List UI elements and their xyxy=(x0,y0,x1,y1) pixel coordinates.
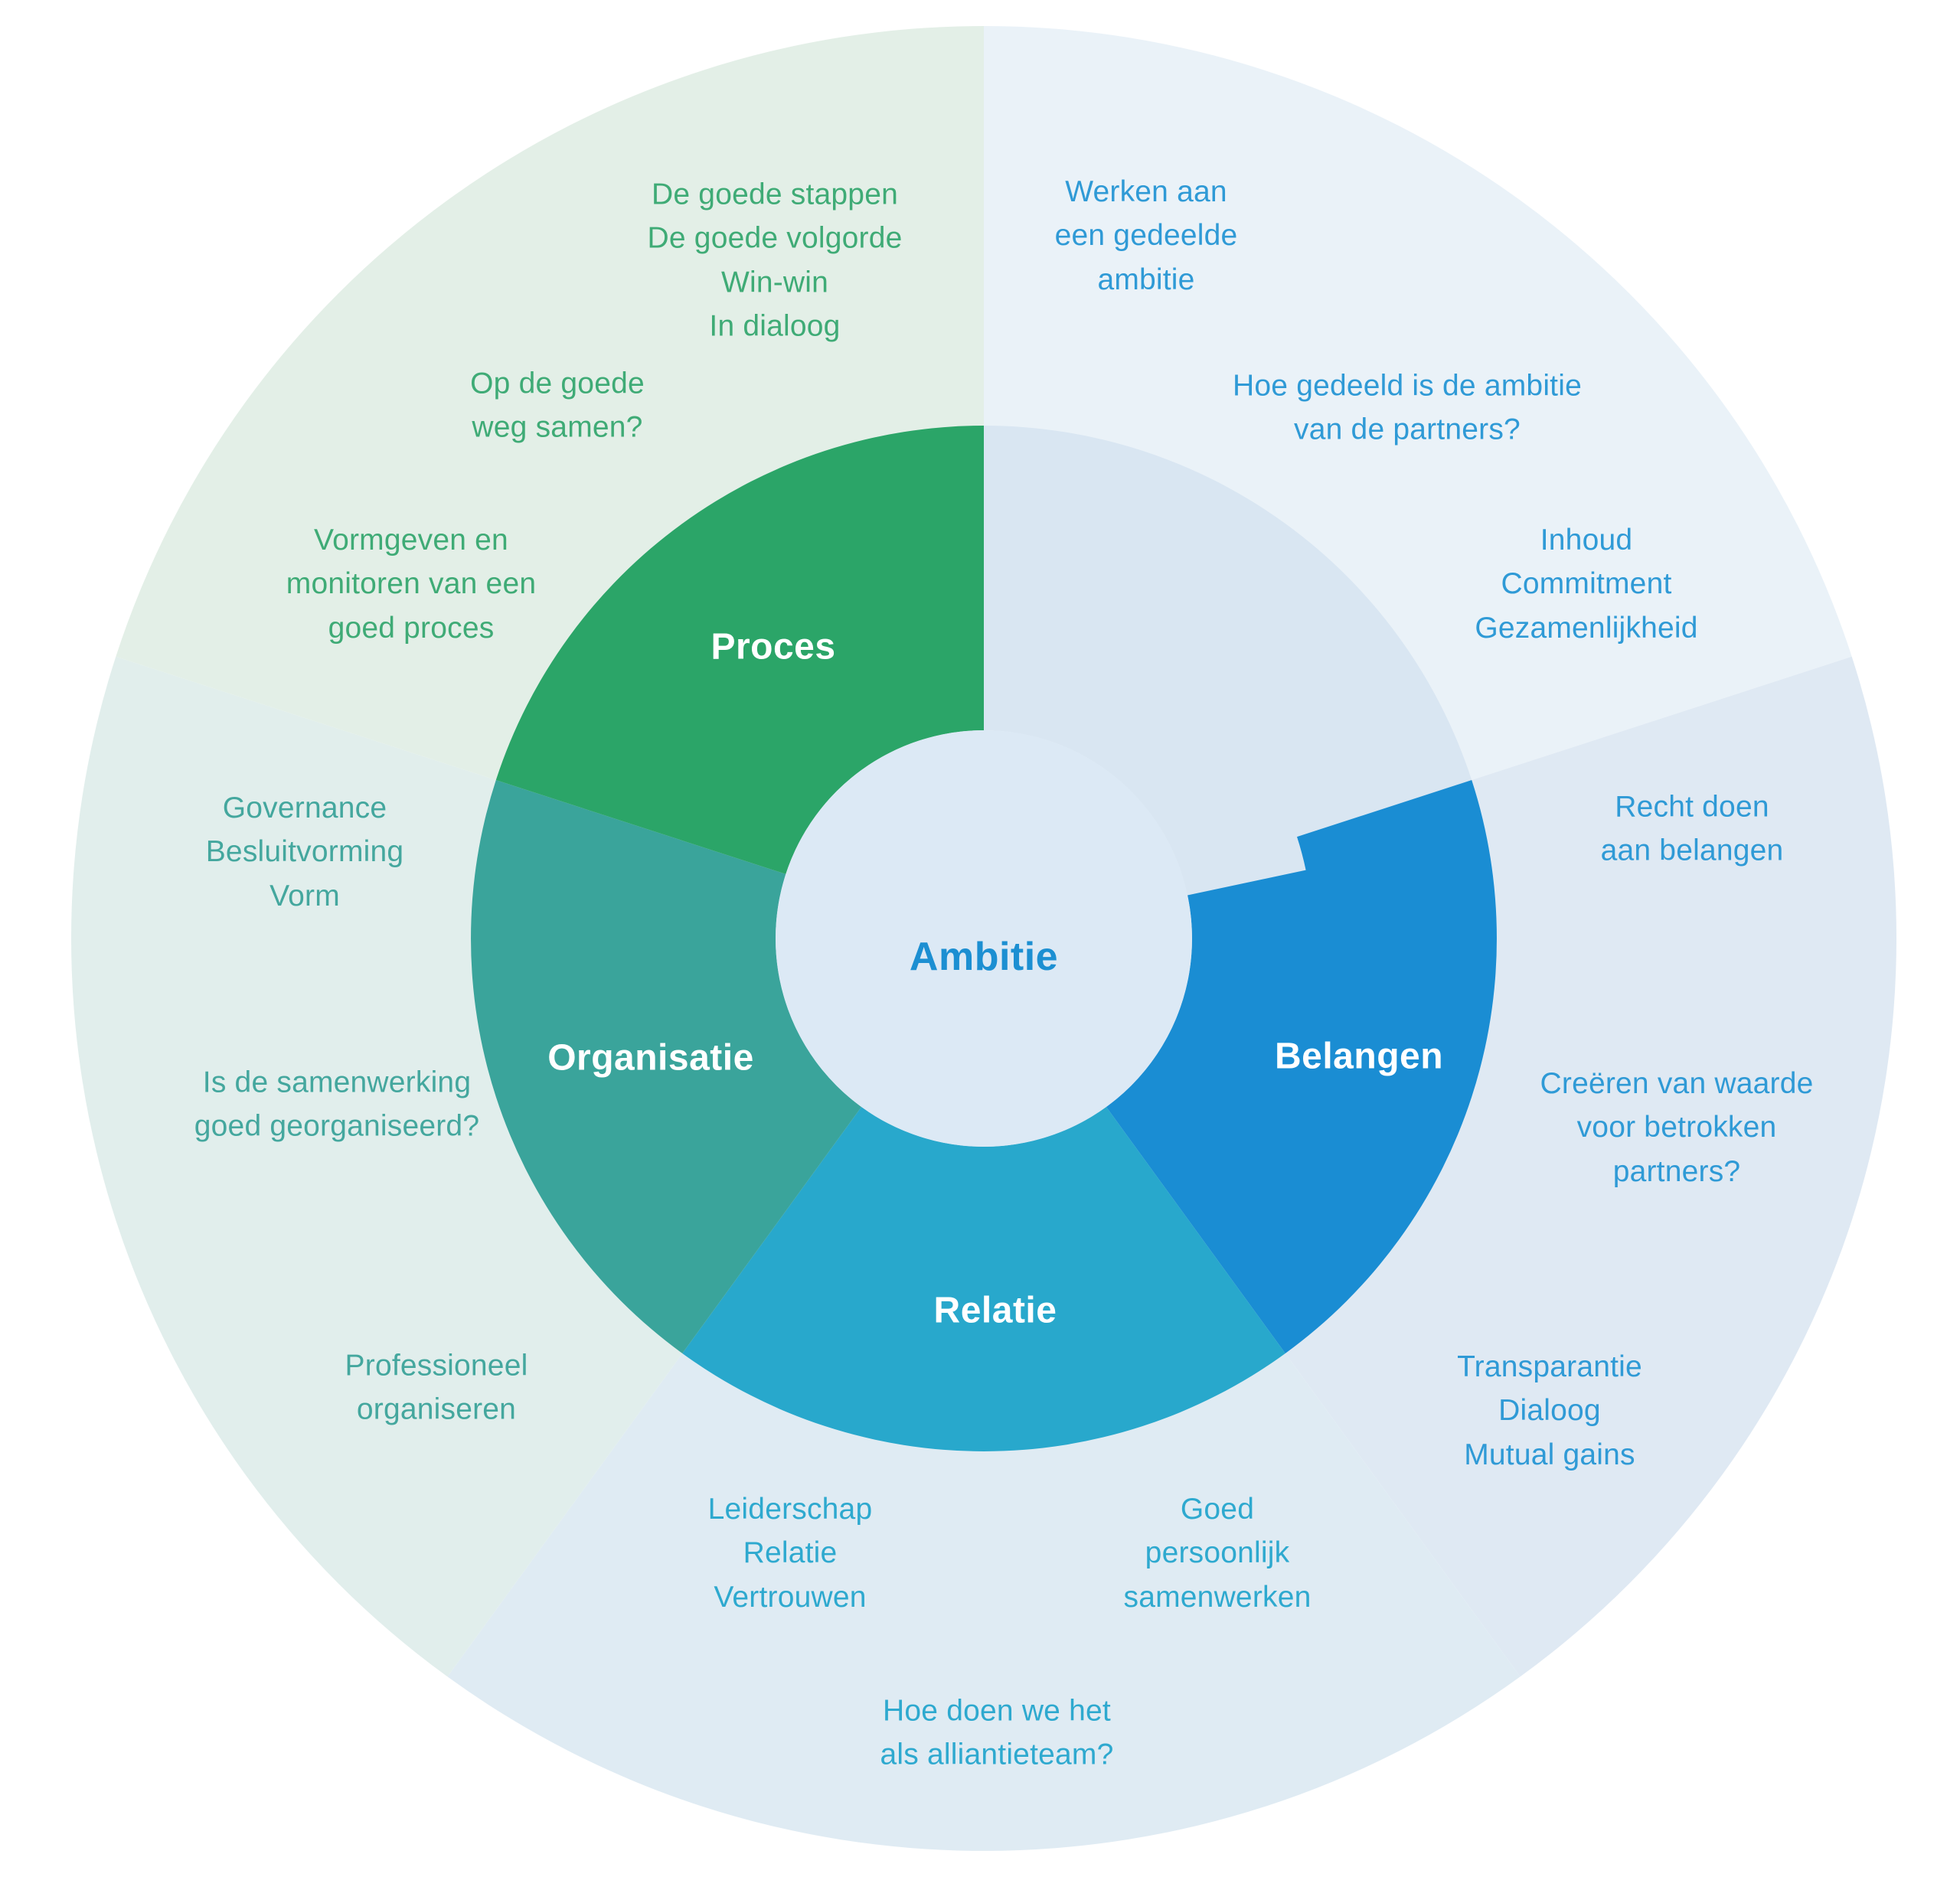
organisatie-description-note: Professioneel organiseren xyxy=(345,1349,528,1426)
organisatie-question-note: Is de samenwerking goed georganiseerd? xyxy=(194,1066,480,1143)
organisatie-keywords-note: Governance Besluitvorming Vorm xyxy=(205,792,404,912)
proces-question-note: Op de goede weg samen? xyxy=(470,367,645,444)
ambitie-question-note: Hoe gedeeld is de ambitie van de partner… xyxy=(1233,369,1582,446)
belangen-keywords-note: Transparantie Dialoog Mutual gains xyxy=(1457,1350,1642,1471)
proces-description-note: Vormgeven en monitoren van een goed proc… xyxy=(286,524,537,645)
center-circle xyxy=(776,730,1192,1147)
belangen-question-note: Creëren van waarde voor betrokken partne… xyxy=(1540,1067,1814,1188)
relatie-keywords-note: Leiderschap Relatie Vertrouwen xyxy=(707,1493,873,1614)
relatie-question-note: Hoe doen we het als alliantieteam? xyxy=(880,1694,1114,1771)
ambitie-keywords-note: Inhoud Commitment Gezamenlijkheid xyxy=(1475,524,1698,645)
proces-ring-segment xyxy=(495,426,984,874)
ambitie-description-note: Werken aan een gedeelde ambitie xyxy=(1054,175,1238,296)
ambitie-ring-segment xyxy=(984,426,1472,896)
relatie-segment-label: Relatie xyxy=(933,1290,1057,1331)
organisatie-segment-label: Organisatie xyxy=(547,1037,754,1079)
center-label: Ambitie xyxy=(909,935,1059,979)
proces-segment-label: Proces xyxy=(710,626,836,668)
belangen-description-note: Recht doen aan belangen xyxy=(1600,790,1784,867)
relatie-description-note: Goed persoonlijk samenwerken xyxy=(1123,1493,1312,1614)
belangen-ring-segment xyxy=(1106,780,1497,1353)
belangen-segment-label: Belangen xyxy=(1274,1036,1444,1077)
proces-keywords-note: De goede stappen De goede volgorde Win-w… xyxy=(647,178,903,343)
relatie-ring-segment xyxy=(682,1107,1285,1451)
organisatie-ring-segment xyxy=(471,780,862,1353)
